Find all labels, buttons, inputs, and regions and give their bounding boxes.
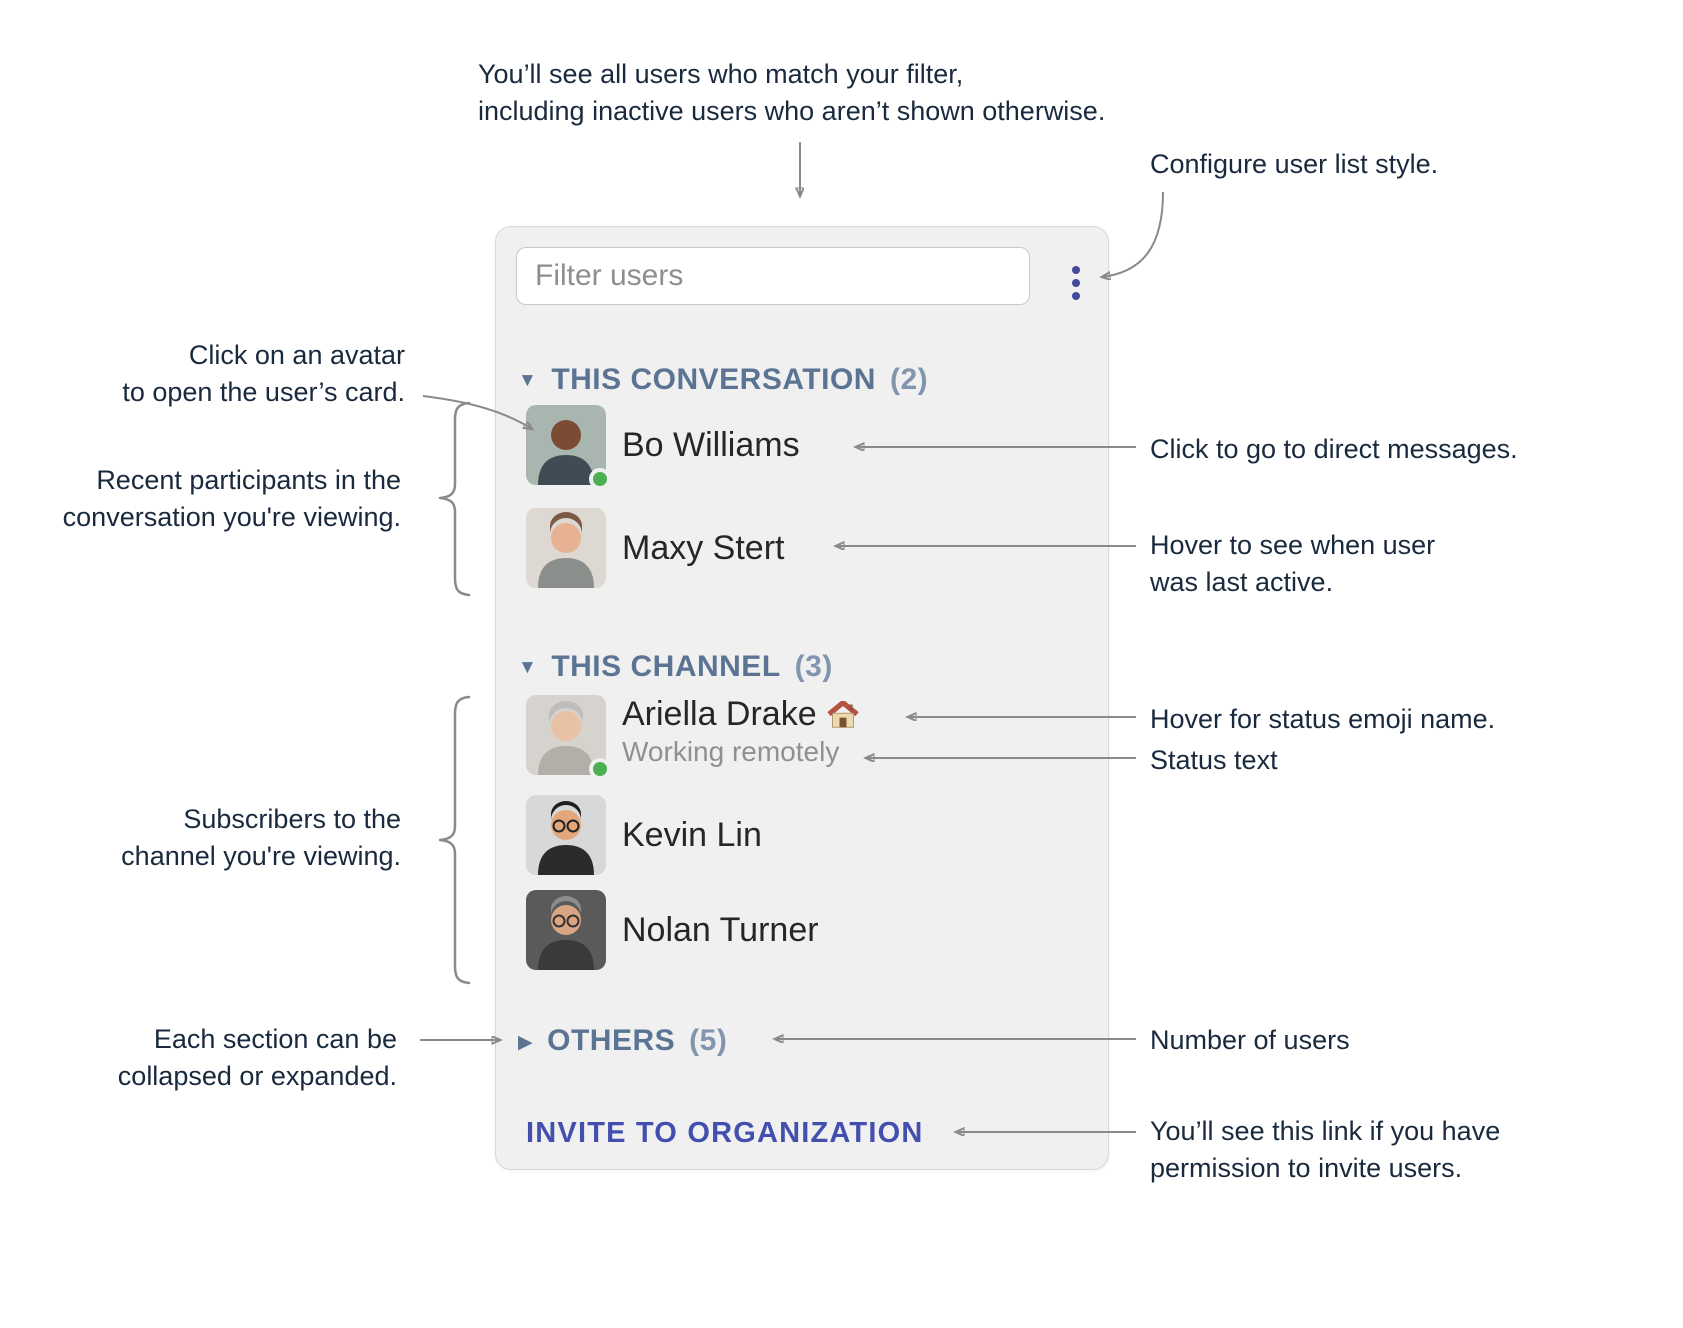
user-row-maxy-stert[interactable]: Maxy Stert [526,508,784,588]
triangle-down-icon: ▼ [518,370,538,391]
invite-note-line2: permission to invite users. [1150,1153,1463,1183]
house-status-emoji-icon [826,700,859,729]
connector-configure-note [1102,191,1164,277]
avatar-note-line2: to open the user’s card. [122,377,405,407]
triangle-down-icon: ▼ [518,657,538,678]
avatar[interactable] [526,795,606,875]
user-list-panel: ▼ THIS CONVERSATION (2) Bo Williams Maxy… [495,226,1109,1170]
user-row-bo-williams[interactable]: Bo Williams [526,405,800,490]
invite-note-line1: You’ll see this link if you have [1150,1116,1501,1146]
avatar[interactable] [526,695,611,780]
section-header-this-conversation[interactable]: ▼ THIS CONVERSATION (2) [518,363,928,397]
section-label: THIS CHANNEL [551,650,781,683]
dm-note: Click to go to direct messages. [1150,434,1518,464]
section-count: (5) [689,1024,728,1057]
section-count: (2) [889,363,929,396]
section-header-others[interactable]: ▶ OTHERS (5) [518,1024,727,1058]
section-count: (3) [794,650,833,683]
user-name: Kevin Lin [622,815,762,854]
user-list-style-menu-button[interactable] [1070,264,1082,302]
filter-users-input[interactable] [516,247,1030,305]
user-row-nolan-turner[interactable]: Nolan Turner [526,890,819,970]
kebab-menu-icon [1072,279,1080,287]
section-label: OTHERS [547,1024,676,1057]
user-status-text: Working remotely [622,736,840,767]
last-active-note-line2: was last active. [1150,567,1334,597]
subscribers-note-line1: Subscribers to the [183,804,401,834]
kebab-menu-icon [1072,266,1080,274]
configure-note: Configure user list style. [1150,149,1439,179]
status-text-note: Status text [1150,745,1278,775]
presence-active-dot [589,758,611,780]
brace-participants [438,401,471,597]
filter-note-line1: You’ll see all users who match your filt… [478,59,964,89]
invite-note: You’ll see this link if you have permiss… [1150,1113,1500,1187]
status-emoji-note: Hover for status emoji name. [1150,704,1496,734]
user-name: Maxy Stert [622,528,785,567]
user-row-kevin-lin[interactable]: Kevin Lin [526,795,762,875]
filter-note: You’ll see all users who match your filt… [478,56,1178,130]
collapse-note-line1: Each section can be [153,1024,397,1054]
user-name: Bo Williams [622,425,800,464]
user-name: Nolan Turner [622,910,819,949]
collapse-note-line2: collapsed or expanded. [117,1061,397,1091]
filter-note-line2: including inactive users who aren’t show… [478,96,1106,126]
avatar-note: Click on an avatar to open the user’s ca… [95,337,405,411]
invite-to-organization-link[interactable]: INVITE TO ORGANIZATION [526,1117,924,1149]
section-label: THIS CONVERSATION [551,363,876,396]
kebab-menu-icon [1072,292,1080,300]
user-name: Ariella Drake [622,695,817,733]
subscribers-note-line2: channel you're viewing. [121,841,401,871]
user-row-ariella-drake[interactable]: Ariella Drake Working remotely [526,695,859,780]
participants-note-line2: conversation you're viewing. [62,502,401,532]
subscribers-note: Subscribers to the channel you're viewin… [95,801,401,875]
section-header-this-channel[interactable]: ▼ THIS CHANNEL (3) [518,650,833,684]
avatar-note-line1: Click on an avatar [188,340,405,370]
presence-active-dot [589,468,611,490]
triangle-right-icon: ▶ [518,1031,534,1053]
collapse-note: Each section can be collapsed or expande… [95,1021,397,1095]
last-active-note: Hover to see when user was last active. [1150,527,1435,601]
participants-note: Recent participants in the conversation … [45,462,401,536]
participants-note-line1: Recent participants in the [96,465,401,495]
count-note: Number of users [1150,1025,1350,1055]
last-active-note-line1: Hover to see when user [1150,530,1436,560]
avatar[interactable] [526,890,606,970]
brace-subscribers [438,695,471,985]
avatar[interactable] [526,405,611,490]
avatar[interactable] [526,508,606,588]
